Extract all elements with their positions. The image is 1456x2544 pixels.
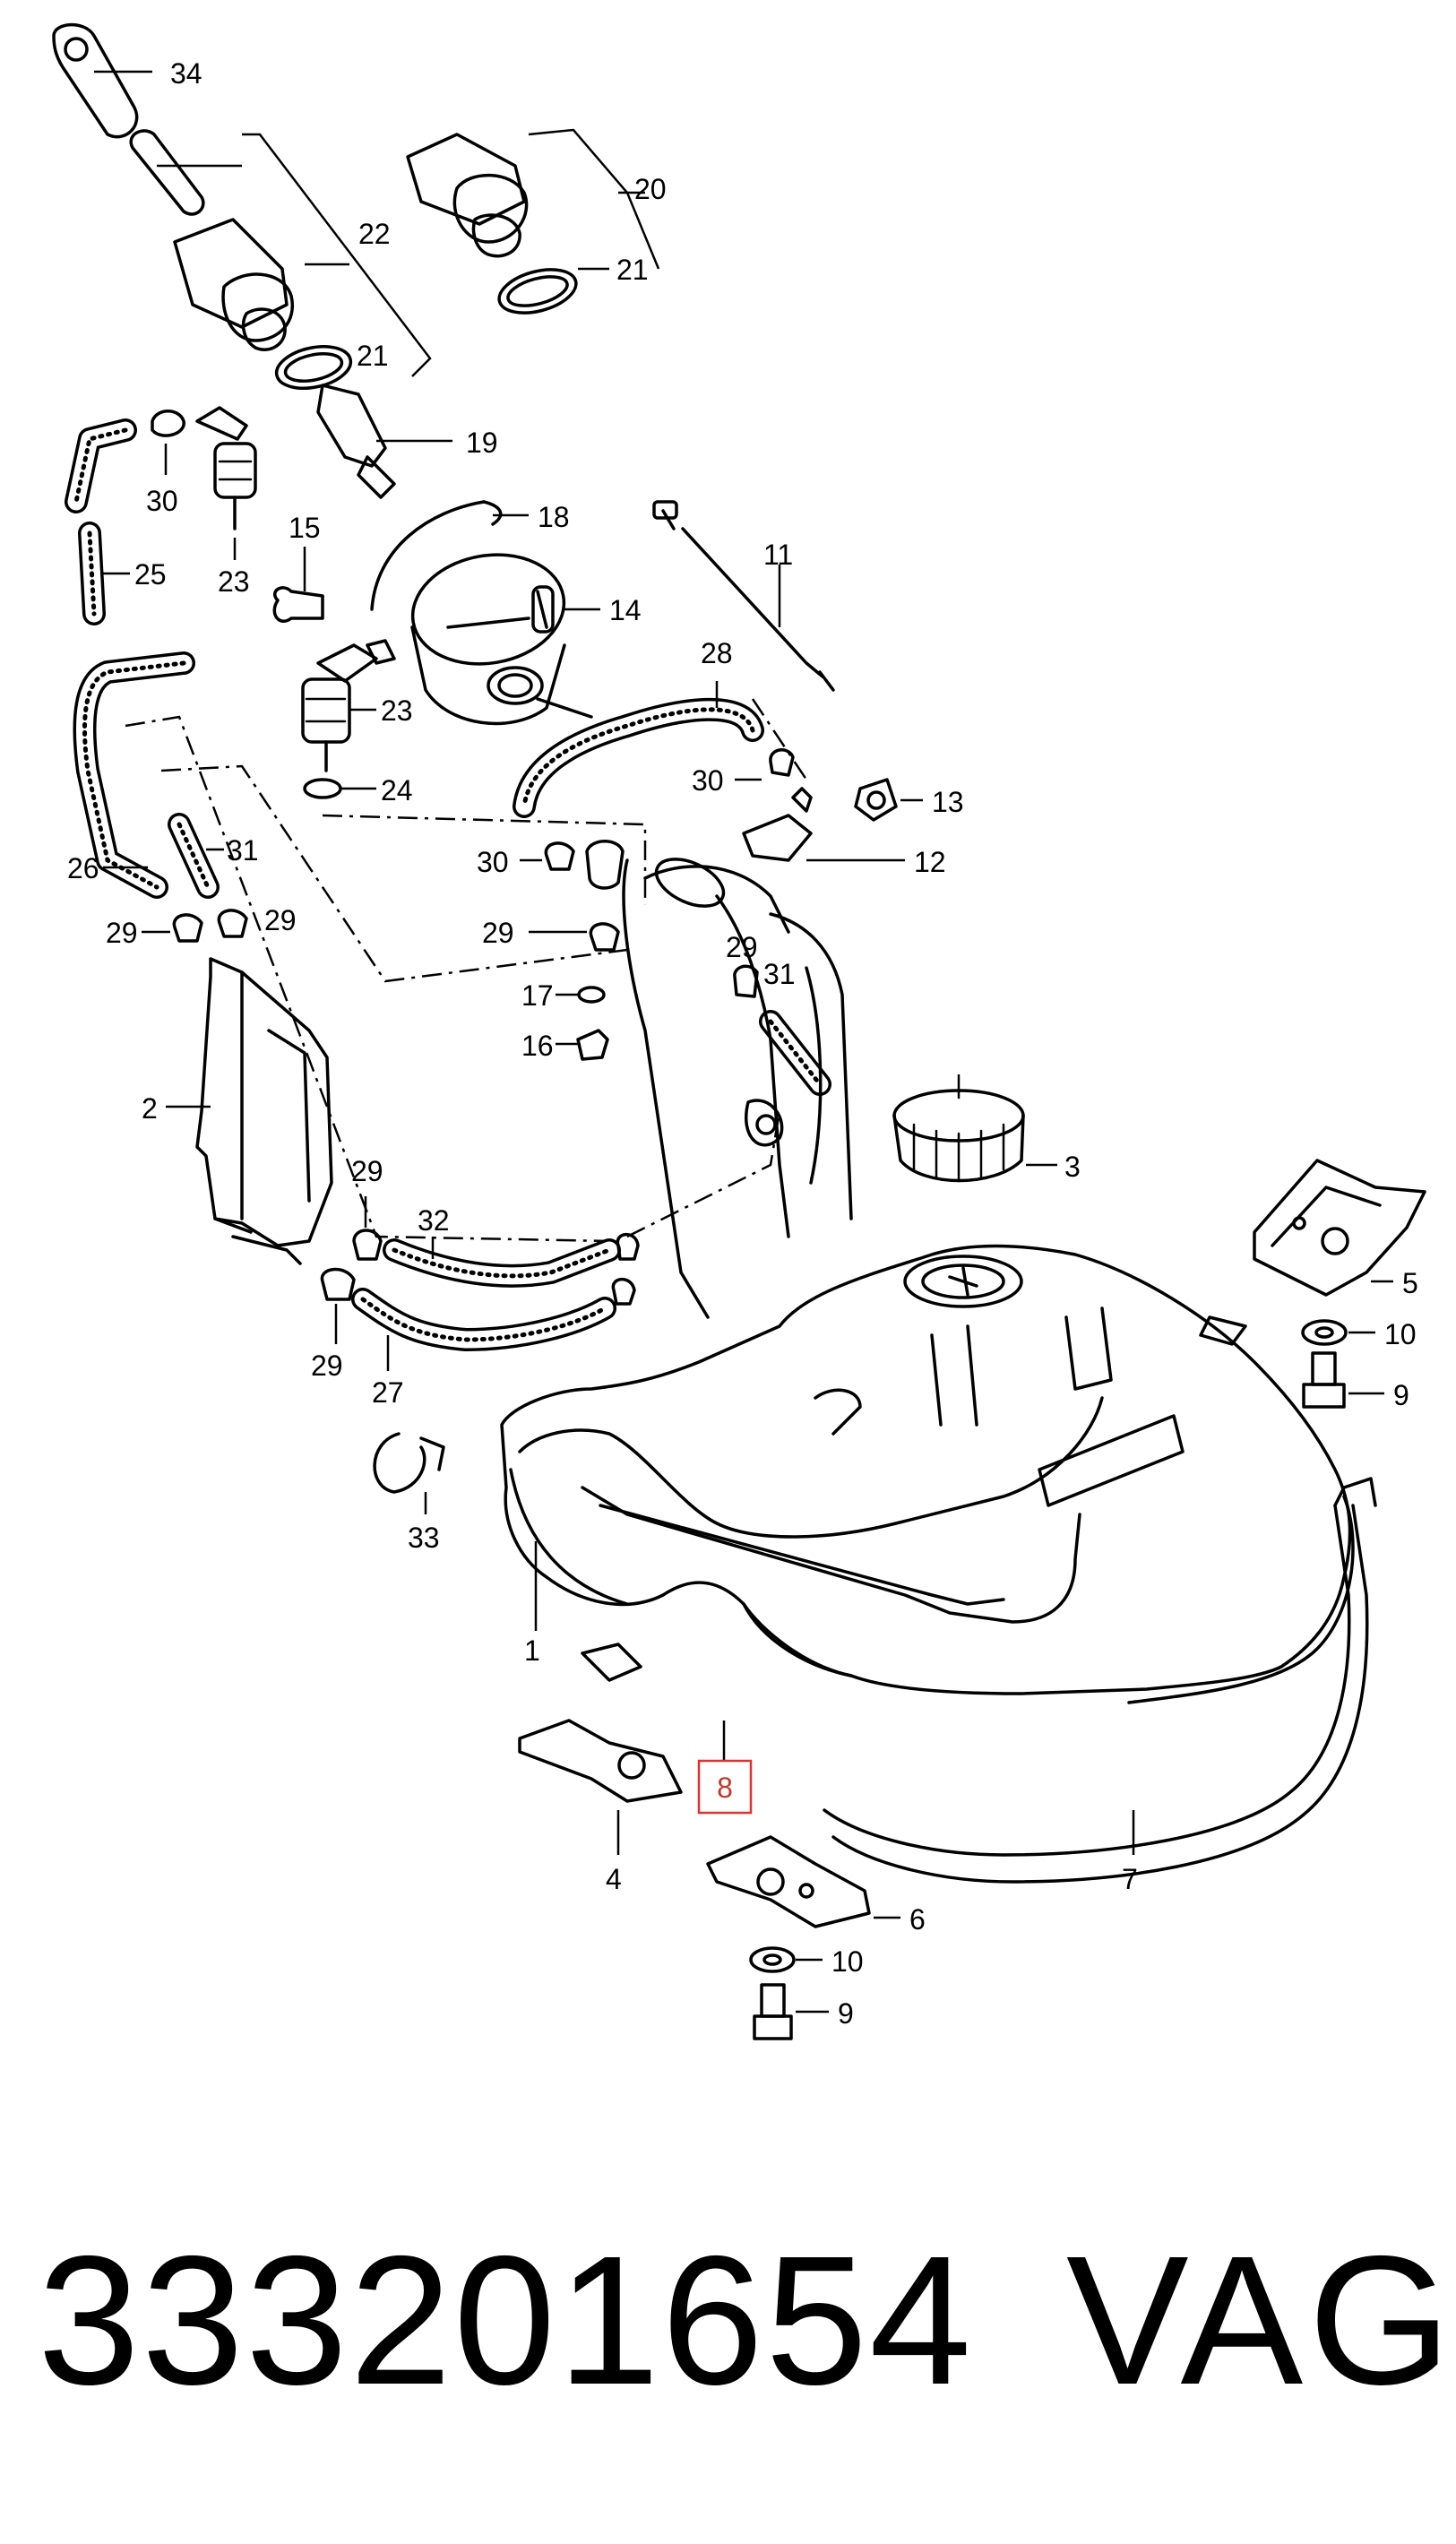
callout-5: 5 bbox=[1402, 1267, 1418, 1299]
callout-30: 30 bbox=[692, 764, 724, 797]
hose-26-31 bbox=[73, 651, 248, 943]
callout-21: 21 bbox=[616, 254, 649, 286]
callout-8: 8 bbox=[717, 1772, 733, 1804]
filler-neck-right bbox=[406, 128, 660, 315]
callout-14: 14 bbox=[609, 594, 642, 626]
callout-3: 3 bbox=[1064, 1151, 1081, 1183]
callout-17: 17 bbox=[521, 979, 554, 1012]
callout-9: 9 bbox=[1393, 1379, 1409, 1411]
callout-2: 2 bbox=[142, 1092, 158, 1125]
tank-strap-7 bbox=[823, 1477, 1377, 1884]
callout-22: 22 bbox=[358, 218, 391, 250]
callout-20: 20 bbox=[634, 173, 667, 205]
callout-7: 7 bbox=[1122, 1863, 1138, 1895]
ring-18 bbox=[370, 500, 529, 611]
callout-labels: 34 22 20 21 21 19 30 18 25 15 23 11 14 2… bbox=[67, 57, 1418, 2030]
callout-10: 10 bbox=[1384, 1318, 1417, 1350]
key-tool bbox=[52, 22, 152, 139]
callout-10: 10 bbox=[831, 1945, 864, 1978]
callout-33: 33 bbox=[408, 1522, 440, 1554]
callout-25: 25 bbox=[134, 558, 167, 591]
callout-30: 30 bbox=[477, 846, 509, 878]
callout-21: 21 bbox=[357, 340, 389, 372]
callout-31: 31 bbox=[227, 834, 259, 867]
sender-unit-14 bbox=[410, 553, 600, 726]
filler-pipe bbox=[622, 858, 853, 1319]
clamps-mid bbox=[520, 840, 831, 1096]
callout-23: 23 bbox=[218, 565, 250, 598]
part-footer: 333201654 VAG bbox=[0, 2204, 1456, 2437]
callout-34: 34 bbox=[170, 57, 202, 90]
fasteners-bottom bbox=[749, 1946, 829, 2040]
callout-32: 32 bbox=[418, 1204, 450, 1237]
callout-29: 29 bbox=[351, 1155, 383, 1187]
highlighted-callout-8[interactable]: 8 bbox=[697, 1759, 753, 1815]
callout-24: 24 bbox=[381, 774, 413, 806]
wire-11 bbox=[652, 500, 835, 692]
callout-29: 29 bbox=[726, 931, 758, 963]
callout-15: 15 bbox=[289, 512, 321, 544]
callout-1: 1 bbox=[524, 1634, 540, 1667]
callout-6: 6 bbox=[909, 1903, 926, 1936]
callout-31: 31 bbox=[763, 958, 796, 990]
callout-30: 30 bbox=[146, 485, 178, 517]
filter-23-mid bbox=[301, 639, 396, 799]
fasteners-right bbox=[1301, 1319, 1384, 1409]
callout-4: 4 bbox=[606, 1863, 622, 1895]
brand-name: VAG bbox=[1066, 2218, 1456, 2423]
bracket-5 bbox=[1253, 1159, 1426, 1297]
callout-29: 29 bbox=[106, 917, 138, 949]
callout-11: 11 bbox=[763, 539, 793, 571]
callout-19: 19 bbox=[466, 427, 498, 459]
locking-ring-3 bbox=[892, 1074, 1057, 1183]
callout-29: 29 bbox=[264, 904, 297, 936]
callout-28: 28 bbox=[701, 637, 733, 669]
callout-23: 23 bbox=[381, 694, 413, 727]
filter-23-top bbox=[195, 406, 257, 560]
callout-16: 16 bbox=[521, 1030, 554, 1062]
bracket-6 bbox=[706, 1835, 900, 1928]
hoses-lower-left bbox=[320, 1196, 640, 1514]
fuel-tank-1 bbox=[500, 1244, 1355, 1704]
bracket-4 bbox=[518, 1643, 683, 1855]
highlight-box bbox=[697, 1759, 753, 1815]
callout-26: 26 bbox=[67, 852, 99, 884]
vent-valve-19 bbox=[316, 384, 452, 499]
hose-28 bbox=[513, 681, 764, 818]
bolt-15 bbox=[272, 547, 324, 623]
callout-12: 12 bbox=[914, 846, 946, 878]
callout-29: 29 bbox=[311, 1350, 343, 1382]
callout-29: 29 bbox=[482, 917, 514, 949]
callout-27: 27 bbox=[372, 1376, 404, 1409]
hose-30-25 bbox=[65, 410, 185, 625]
part-number: 333201654 bbox=[38, 2218, 974, 2423]
filler-neck-left bbox=[129, 129, 432, 390]
callout-13: 13 bbox=[932, 786, 964, 818]
canister-2 bbox=[166, 957, 333, 1265]
callout-18: 18 bbox=[538, 501, 570, 533]
valve-12-13 bbox=[735, 748, 923, 862]
callout-9: 9 bbox=[838, 1997, 854, 2030]
